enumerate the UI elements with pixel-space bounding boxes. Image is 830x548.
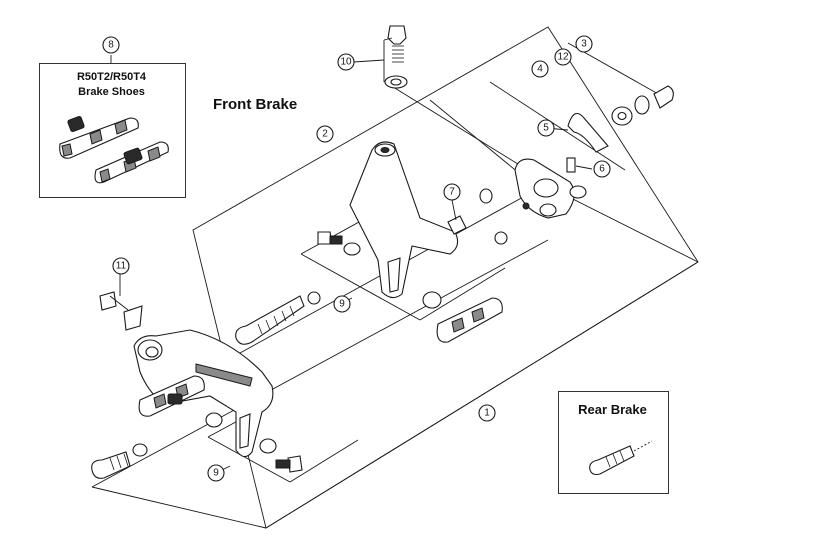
callout-2: 2 <box>316 125 334 143</box>
svg-text:2: 2 <box>322 129 328 140</box>
svg-text:11: 11 <box>116 261 127 272</box>
svg-text:10: 10 <box>340 57 352 68</box>
callout-3: 3 <box>575 35 593 53</box>
svg-text:9: 9 <box>213 468 219 479</box>
callout-1: 1 <box>478 404 496 422</box>
callout-8: 8 <box>102 36 120 54</box>
callout-4: 4 <box>531 60 549 78</box>
front-caliper-main <box>133 329 274 458</box>
svg-text:7: 7 <box>449 187 455 198</box>
callout-5: 5 <box>537 119 555 137</box>
callout-9-lower: 9 <box>207 464 225 482</box>
svg-text:12: 12 <box>557 52 569 63</box>
rear-brake-bolt <box>589 440 653 476</box>
pivot-bolt <box>235 295 305 345</box>
front-brake-title: Front Brake <box>213 96 298 113</box>
shoe-fixing-bolts <box>99 215 467 473</box>
callout-6: 6 <box>593 160 611 178</box>
brake-shoes-model: R50T2/R50T4 <box>76 71 147 83</box>
svg-text:8: 8 <box>108 40 114 51</box>
left-shoe <box>138 375 205 417</box>
svg-text:4: 4 <box>537 64 543 75</box>
svg-text:9: 9 <box>339 299 345 310</box>
front-caliper-arm <box>349 141 459 299</box>
center-bolt <box>384 25 408 89</box>
pivot-bracket <box>514 112 609 219</box>
rear-brake-title: Rear Brake <box>578 402 647 417</box>
rear-brake-inset <box>558 391 669 494</box>
brake-shoe-pair <box>59 116 169 184</box>
callout-10: 10 <box>337 53 355 71</box>
callout-11: 11 <box>112 257 130 275</box>
svg-text:5: 5 <box>543 123 549 134</box>
callout-12: 12 <box>554 48 572 66</box>
adjuster-stack <box>611 85 674 126</box>
brake-shoes-label: Brake Shoes <box>78 86 145 98</box>
callout-9-upper: 9 <box>333 295 351 313</box>
front-shoe <box>436 297 503 343</box>
callout-7: 7 <box>443 183 461 201</box>
mounting-bolt <box>91 451 131 479</box>
svg-text:3: 3 <box>581 39 587 50</box>
svg-text:1: 1 <box>484 408 490 419</box>
washers <box>132 188 508 457</box>
brake-shoes-inset <box>39 63 186 198</box>
svg-text:6: 6 <box>599 164 605 175</box>
